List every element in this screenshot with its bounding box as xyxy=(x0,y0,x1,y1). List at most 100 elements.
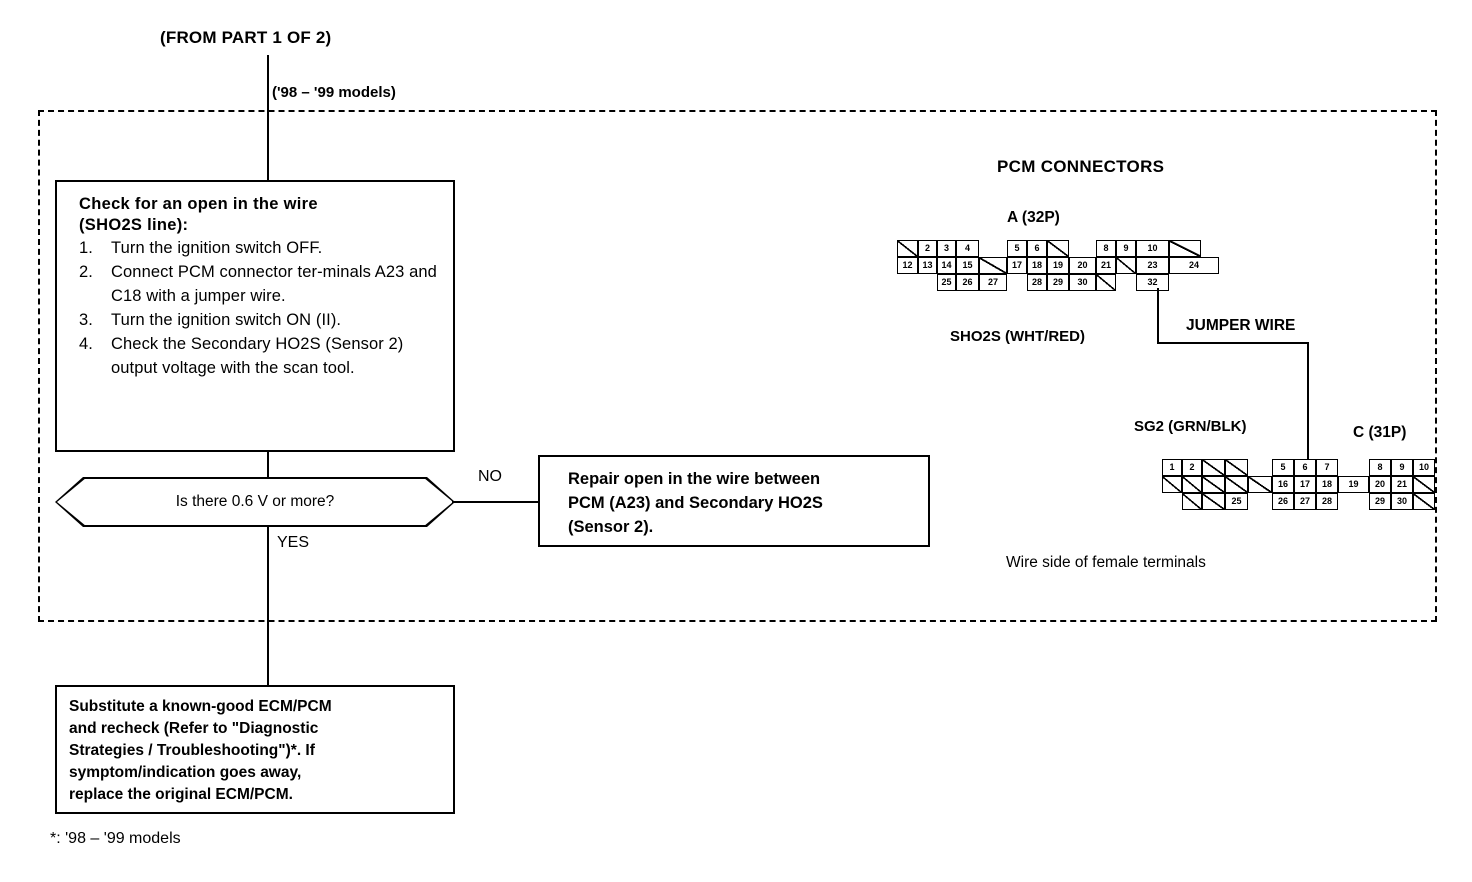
flow-line-top xyxy=(267,55,269,180)
connector-a-pin-4: 4 xyxy=(956,240,979,257)
check-open-step: 4.Check the Secondary HO2S (Sensor 2) ou… xyxy=(79,332,439,380)
step-number: 4. xyxy=(79,335,93,353)
step-number: 1. xyxy=(79,239,93,257)
connector-c-pin-30: 30 xyxy=(1391,493,1413,510)
check-open-step: 3.Turn the ignition switch ON (II). xyxy=(79,308,439,332)
connector-c-pin-7: 7 xyxy=(1316,459,1338,476)
connector-c-pin-25: 25 xyxy=(1225,493,1248,510)
connector-a-pin-6: 6 xyxy=(1027,240,1047,257)
decision-voltage-check: Is there 0.6 V or more? xyxy=(55,477,455,527)
connector-c-pin-27: 27 xyxy=(1294,493,1316,510)
connector-c-blank-cell xyxy=(1202,493,1225,510)
connector-a-pin-15: 15 xyxy=(956,257,979,274)
connector-c-blank-cell xyxy=(1413,476,1435,493)
pcm-connectors-title: PCM CONNECTORS xyxy=(997,157,1165,176)
connector-a-pin-23: 23 xyxy=(1136,257,1169,274)
connector-a-pin-12: 12 xyxy=(897,257,918,274)
jumper-wire-label: JUMPER WIRE xyxy=(1186,317,1296,334)
connector-a-pin-25: 25 xyxy=(937,274,956,291)
connector-c-blank-cell xyxy=(1182,476,1202,493)
connector-c-pin-17: 17 xyxy=(1294,476,1316,493)
connector-c-pin-1: 1 xyxy=(1162,459,1182,476)
connector-c-blank-cell xyxy=(1248,476,1272,493)
connector-c-blank-cell xyxy=(1202,459,1225,476)
connector-a-pin-5: 5 xyxy=(1007,240,1027,257)
connector-a-pin-28: 28 xyxy=(1027,274,1047,291)
connector-a-blank-cell xyxy=(1096,274,1116,291)
connector-a-pin-19: 19 xyxy=(1047,257,1069,274)
check-open-step: 2. Connect PCM connector ter-minals A23 a… xyxy=(79,260,439,308)
flow-line-to-decision xyxy=(267,452,269,480)
substitute-box-line2: and recheck (Refer to "Diagnostic xyxy=(69,720,319,737)
step-text: Connect PCM connector ter-minals A23 and… xyxy=(111,263,437,305)
connector-a-pin-13: 13 xyxy=(918,257,937,274)
check-open-step: 1. Turn the ignition switch OFF. xyxy=(79,236,439,260)
footnote-label: *: '98 – '99 models xyxy=(50,830,181,847)
connector-a-pin-8: 8 xyxy=(1096,240,1116,257)
sg2-wire-label: SG2 (GRN/BLK) xyxy=(1134,418,1247,435)
connector-c-pin-18: 18 xyxy=(1316,476,1338,493)
step-text: Turn the ignition switch OFF. xyxy=(111,239,323,257)
jumper-wire-segment-3 xyxy=(1307,342,1309,464)
substitute-box-line5: replace the original ECM/PCM. xyxy=(69,786,293,803)
from-part-label: (FROM PART 1 OF 2) xyxy=(160,28,332,47)
connector-a-pin-24: 24 xyxy=(1169,257,1219,274)
connector-c-pin-16: 16 xyxy=(1272,476,1294,493)
substitute-box-line1: Substitute a known-good ECM/PCM xyxy=(69,698,332,715)
substitute-ecm-pcm-box: Substitute a known-good ECM/PCM and rech… xyxy=(55,685,455,814)
connector-a-pin-27: 27 xyxy=(979,274,1007,291)
connector-a-blank-cell xyxy=(1169,240,1201,257)
connector-a-pin-3: 3 xyxy=(937,240,956,257)
flow-line-no-branch xyxy=(452,501,538,503)
connector-a-blank-cell xyxy=(979,257,1007,274)
connector-a-pin-17: 17 xyxy=(1007,257,1027,274)
connector-c-pin-5: 5 xyxy=(1272,459,1294,476)
connector-a-pin-14: 14 xyxy=(937,257,956,274)
connector-c-title: C (31P) xyxy=(1353,424,1407,441)
connector-a-blank-cell xyxy=(1116,257,1136,274)
connector-c-pin-28: 28 xyxy=(1316,493,1338,510)
step-number: 3. xyxy=(79,311,93,329)
connector-a-blank-cell xyxy=(1047,240,1069,257)
step-number: 2. xyxy=(79,263,93,281)
connector-c-pin-10: 10 xyxy=(1413,459,1435,476)
connector-a-title: A (32P) xyxy=(1007,209,1060,226)
wire-side-caption: Wire side of female terminals xyxy=(1006,554,1206,571)
connector-a-pin-9: 9 xyxy=(1116,240,1136,257)
connector-a-pin-2: 2 xyxy=(918,240,937,257)
substitute-box-line4: symptom/indication goes away, xyxy=(69,764,302,781)
connector-a-pin-21: 21 xyxy=(1096,257,1116,274)
repair-box-line3: (Sensor 2). xyxy=(568,518,654,536)
connector-c-pin-20: 20 xyxy=(1369,476,1391,493)
connector-c-blank-cell xyxy=(1162,476,1182,493)
branch-label-yes: YES xyxy=(277,534,310,551)
connector-c-pin-2: 2 xyxy=(1182,459,1202,476)
connector-c-pin-26: 26 xyxy=(1272,493,1294,510)
repair-box-line2: PCM (A23) and Secondary HO2S xyxy=(568,494,823,512)
connector-c-pin-8: 8 xyxy=(1369,459,1391,476)
connector-a-pin-32: 32 xyxy=(1136,274,1169,291)
check-open-instruction-box: Check for an open in the wire (SHO2S lin… xyxy=(55,180,455,452)
connector-c-blank-cell xyxy=(1182,493,1202,510)
connector-c-pin-21: 21 xyxy=(1391,476,1413,493)
check-open-steps: 1. Turn the ignition switch OFF. 2. Connect… xyxy=(79,236,439,380)
flow-line-yes-branch xyxy=(267,527,269,687)
connector-a-pin32-stub xyxy=(1157,288,1159,300)
connector-a-blank-cell xyxy=(897,240,918,257)
repair-box-line1: Repair open in the wire between xyxy=(568,470,821,488)
jumper-wire-segment-1 xyxy=(1157,296,1159,344)
connector-c-pin-6: 6 xyxy=(1294,459,1316,476)
sho2s-wire-label: SHO2S (WHT/RED) xyxy=(950,328,1085,345)
connector-a-pin-10: 10 xyxy=(1136,240,1169,257)
check-open-title-line2: (SHO2S line): xyxy=(79,216,189,234)
check-open-title-line1: Check for an open in the wire xyxy=(79,195,318,213)
repair-open-wire-box: Repair open in the wire between PCM (A23… xyxy=(538,455,930,547)
decision-question: Is there 0.6 V or more? xyxy=(175,493,335,510)
connector-c-blank-cell xyxy=(1202,476,1225,493)
connector-a-pin-20: 20 xyxy=(1069,257,1096,274)
dashed-section-border xyxy=(38,110,1437,622)
connector-c-pin-9: 9 xyxy=(1391,459,1413,476)
connector-c-pin-19: 19 xyxy=(1338,476,1369,493)
connector-a-pin-30: 30 xyxy=(1069,274,1096,291)
connector-c-pin-29: 29 xyxy=(1369,493,1391,510)
